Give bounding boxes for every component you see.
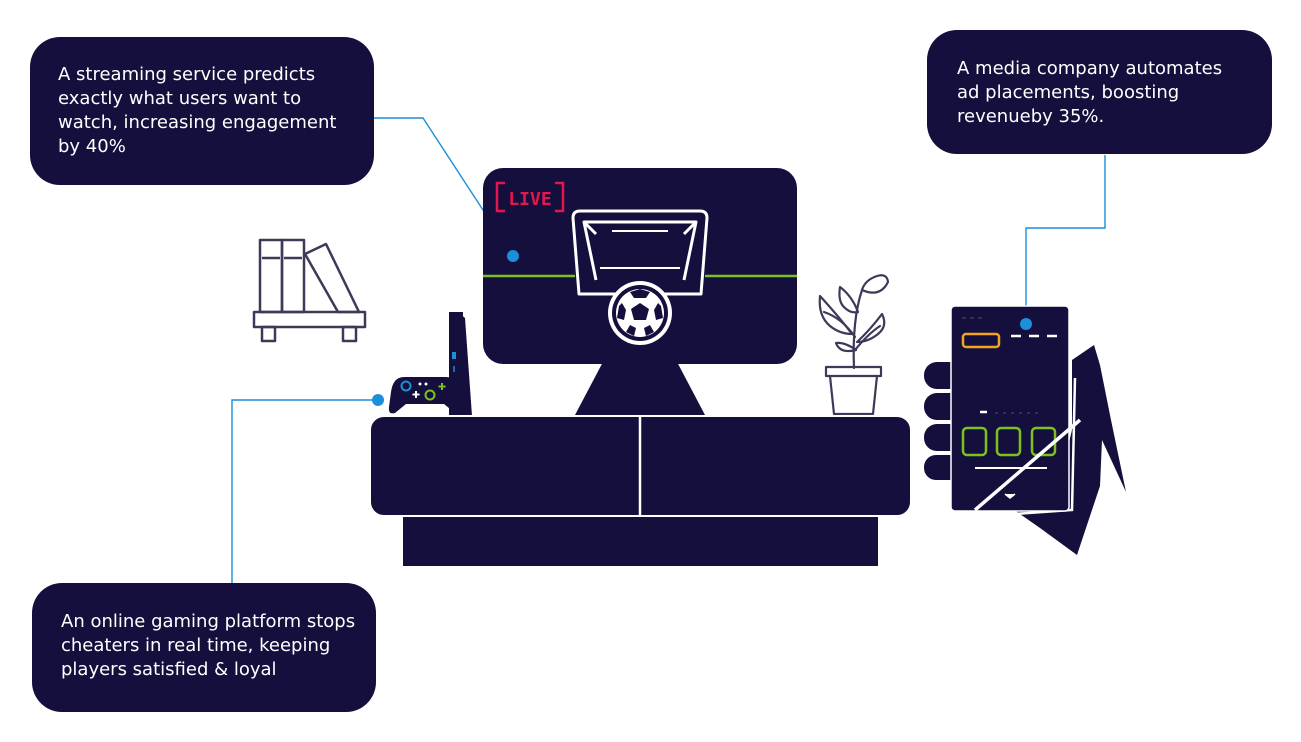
soccer-ball-icon: [608, 281, 672, 345]
phone-screen: [961, 317, 1057, 499]
live-badge-label: LIVE: [508, 189, 551, 210]
connector-media: [1025, 155, 1106, 324]
connector-gaming: [231, 399, 377, 583]
connector-dot-streaming: [507, 250, 519, 262]
callout-gaming-text: An online gaming platform stops cheaters…: [61, 611, 356, 680]
callout-media: A media company automates ad placements,…: [927, 30, 1272, 154]
callout-gaming: An online gaming platform stops cheaters…: [32, 583, 376, 712]
callout-streaming: A streaming service predicts exactly wha…: [30, 37, 374, 185]
bookshelf-icon: [252, 238, 367, 343]
potted-plant-icon: [818, 274, 890, 416]
connector-dots: [372, 250, 1032, 406]
live-badge: [495, 181, 565, 213]
callout-streaming-text: A streaming service predicts exactly wha…: [58, 64, 337, 157]
tv-cabinet-icon: [369, 415, 912, 566]
callout-media-text: A media company automates ad placements,…: [957, 58, 1223, 127]
tv-stand: [575, 360, 705, 415]
hand-with-phone-icon: [924, 305, 1126, 555]
connector-dot-media: [1020, 318, 1032, 330]
tv-icon: LIVE: [483, 168, 797, 415]
tv-screen: [483, 168, 797, 364]
game-controller-icon: [388, 377, 462, 414]
connector-dot-gaming: [372, 394, 384, 406]
soccer-goal-icon: [571, 209, 709, 296]
